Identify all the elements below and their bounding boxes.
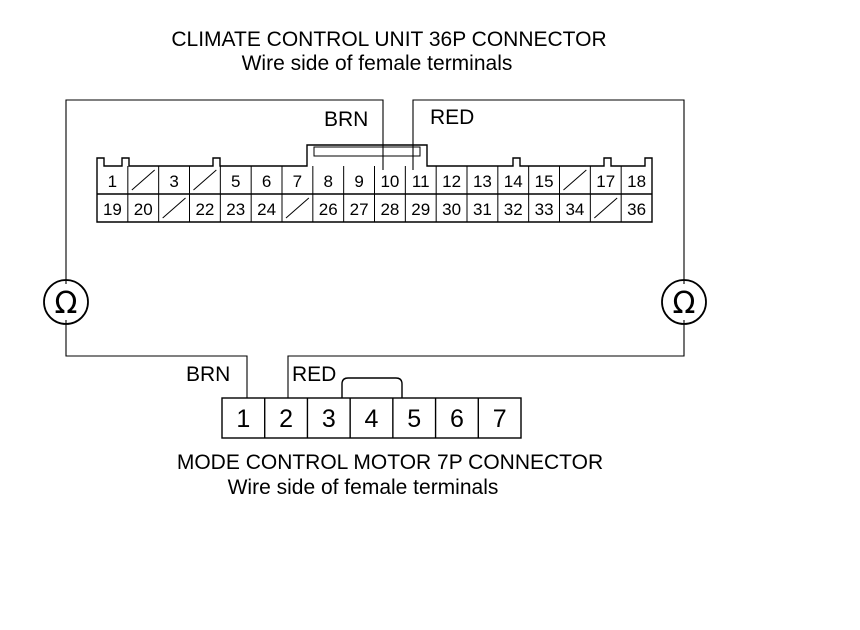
terminal-19: 19	[103, 200, 122, 219]
terminal-7: 7	[493, 405, 507, 433]
empty-cavity	[594, 197, 618, 219]
connector-7p-title: MODE CONTROL MOTOR 7P CONNECTOR	[177, 451, 603, 474]
terminal-29: 29	[411, 200, 430, 219]
empty-cavity	[563, 169, 587, 191]
terminal-7: 7	[293, 172, 302, 191]
terminal-26: 26	[319, 200, 338, 219]
terminal-1: 1	[236, 405, 250, 433]
empty-cavity	[285, 197, 310, 219]
wire-label-red-bottom: RED	[292, 363, 336, 386]
terminal-1: 1	[108, 172, 117, 191]
terminal-6: 6	[450, 405, 464, 433]
wire-label-brn-bottom: BRN	[186, 363, 230, 386]
terminal-32: 32	[504, 200, 523, 219]
terminal-28: 28	[380, 200, 399, 219]
wire-brn-harness	[65, 99, 384, 398]
connector-7p-subtitle: Wire side of female terminals	[228, 476, 499, 499]
svg-text:Ω: Ω	[55, 286, 78, 321]
terminal-18: 18	[627, 172, 646, 191]
terminal-11: 11	[412, 172, 430, 191]
terminal-23: 23	[226, 200, 245, 219]
terminal-10: 10	[380, 172, 399, 191]
terminal-31: 31	[473, 200, 492, 219]
terminal-17: 17	[596, 172, 615, 191]
terminal-5: 5	[231, 172, 240, 191]
connector-36p-subtitle: Wire side of female terminals	[242, 52, 513, 75]
empty-cavity	[162, 197, 186, 219]
terminal-6: 6	[262, 172, 271, 191]
wire-label-brn-top: BRN	[324, 108, 368, 131]
terminal-33: 33	[535, 200, 554, 219]
terminal-27: 27	[350, 200, 369, 219]
terminal-22: 22	[195, 200, 214, 219]
terminal-4: 4	[365, 405, 379, 433]
terminal-20: 20	[134, 200, 153, 219]
terminal-24: 24	[257, 200, 276, 219]
terminal-3: 3	[322, 405, 336, 433]
terminal-9: 9	[354, 172, 363, 191]
terminal-15: 15	[535, 172, 554, 191]
terminal-5: 5	[407, 405, 421, 433]
terminal-34: 34	[565, 200, 584, 219]
ohmmeter-icon: Ω	[661, 279, 707, 325]
wire-label-red-top: RED	[430, 106, 474, 129]
terminal-14: 14	[504, 172, 523, 191]
ohmmeter-icon: Ω	[43, 279, 89, 325]
terminal-12: 12	[442, 172, 461, 191]
empty-cavity	[131, 169, 155, 191]
terminal-36: 36	[627, 200, 646, 219]
terminal-2: 2	[279, 405, 293, 433]
connector-36p-title: CLIMATE CONTROL UNIT 36P CONNECTOR	[171, 28, 606, 51]
terminal-3: 3	[169, 172, 178, 191]
terminal-30: 30	[442, 200, 461, 219]
terminal-13: 13	[473, 172, 492, 191]
terminal-8: 8	[324, 172, 333, 191]
svg-text:Ω: Ω	[673, 286, 696, 321]
wire-red-harness	[287, 99, 685, 398]
empty-cavity	[193, 169, 217, 191]
